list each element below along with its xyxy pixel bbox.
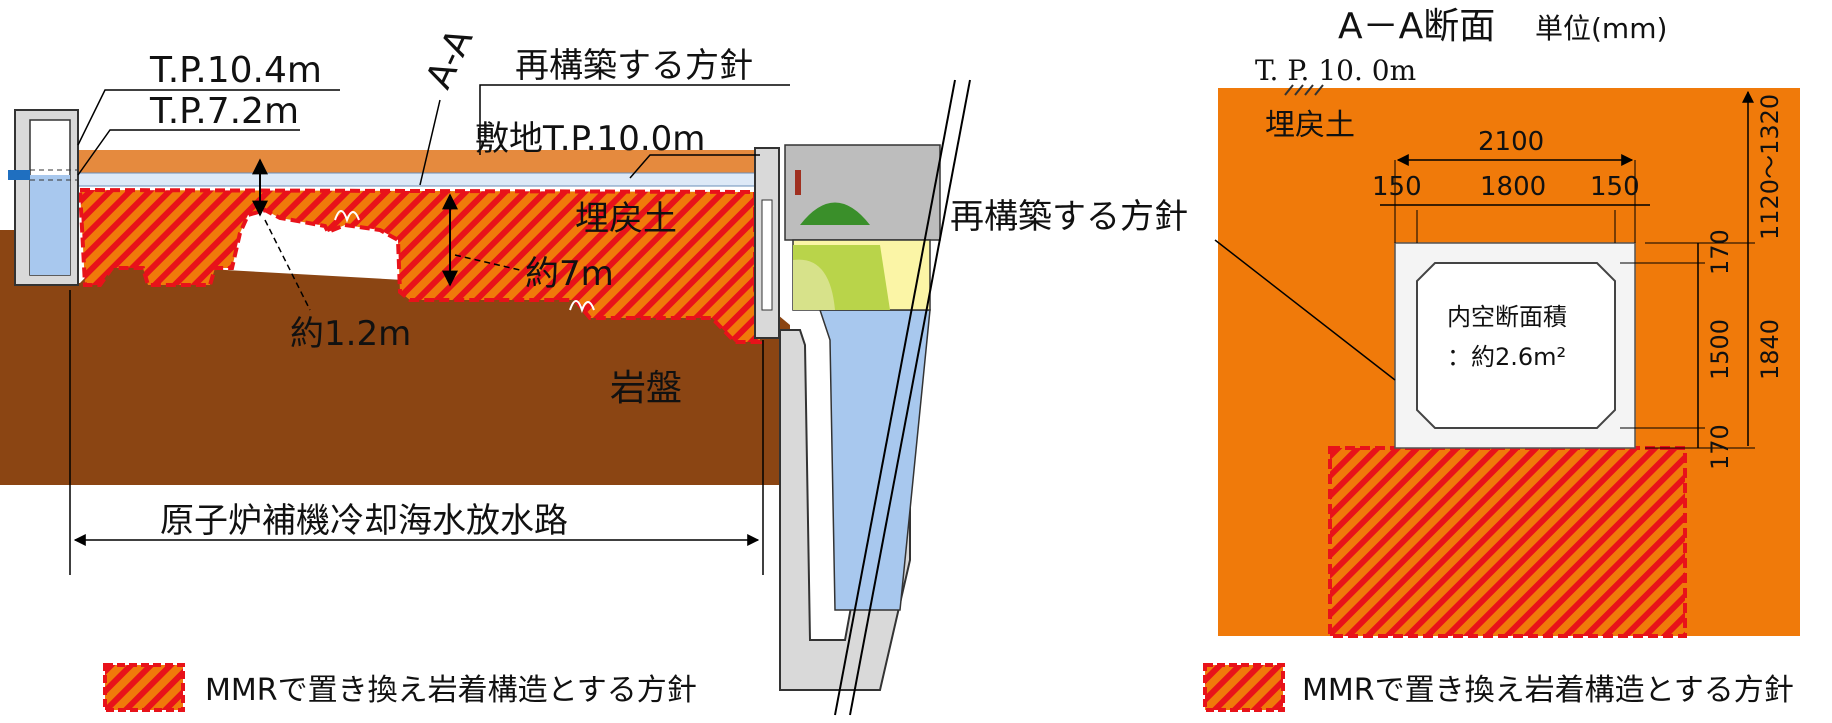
small-red-gate [795, 170, 801, 195]
blue-marker [8, 170, 30, 180]
culvert-inner [1416, 262, 1616, 429]
legend-swatch-left [103, 663, 185, 712]
longitudinal-section: T.P.10.4m T.P.7.2m A-A 再構築する方針 敷地T.P.10.… [0, 22, 971, 716]
dim-top-slab: 170 [1706, 229, 1734, 275]
outfall-water [818, 309, 931, 611]
break-line-2 [849, 79, 971, 716]
cross-section-title: A－A断面 [1338, 6, 1495, 47]
yellow-green-curve [793, 259, 835, 310]
cross-section: A－A断面 単位(mm) T. P. 10. 0m 内空断面積 ：約2.6m² … [950, 6, 1800, 712]
legend-text-right: MMRで置き換え岩着構造とする方針 [1302, 673, 1794, 708]
gray-upper-block [784, 144, 941, 241]
rock-bump-1 [334, 210, 360, 223]
label-channel: 原子炉補機冷却海水放水路 [160, 501, 568, 541]
legend-text-left: MMRで置き換え岩着構造とする方針 [205, 673, 697, 708]
rock-bump-2 [569, 300, 595, 313]
break-line-1 [834, 79, 956, 716]
label-tp-10-4: T.P.10.4m [149, 50, 322, 91]
green-mound [800, 202, 870, 225]
inner-area-label: 内空断面積 [1447, 303, 1567, 331]
backfill-label: 埋戻土 [1265, 108, 1355, 143]
label-about-1-2m: 約1.2m [290, 314, 411, 354]
left-shaft-water [30, 175, 70, 275]
dim-right-wall: 150 [1590, 172, 1640, 202]
dim-outer-height: 1840 [1756, 319, 1784, 380]
label-policy: 再構築する方針 [515, 46, 753, 86]
label-aa: A-A [419, 22, 482, 95]
dim-cover: 1120～1320 [1756, 94, 1784, 240]
unit-label: 単位(mm) [1535, 12, 1667, 45]
dim-total-width: 2100 [1478, 127, 1544, 157]
tp-label: T. P. 10. 0m [1255, 54, 1416, 87]
policy-label: 再構築する方針 [950, 197, 1188, 237]
label-backfill: 埋戻土 [575, 199, 677, 239]
inner-area-value: ：約2.6m² [1447, 343, 1566, 371]
dim-bottom-slab: 170 [1706, 424, 1734, 470]
right-wall-inner [761, 199, 773, 311]
mmr-foundation [1328, 446, 1687, 638]
label-bedrock: 岩盤 [610, 368, 682, 409]
legend-swatch-right [1203, 663, 1285, 712]
ground-hatch [1284, 84, 1324, 96]
label-site: 敷地T.P.10.0m [475, 119, 705, 159]
label-about-7m: 約7m [525, 254, 614, 294]
dim-left-wall: 150 [1372, 172, 1422, 202]
dim-inner-height: 1500 [1706, 319, 1734, 380]
label-tp-7-2: T.P.7.2m [149, 91, 299, 132]
dim-inner-width: 1800 [1480, 172, 1546, 202]
